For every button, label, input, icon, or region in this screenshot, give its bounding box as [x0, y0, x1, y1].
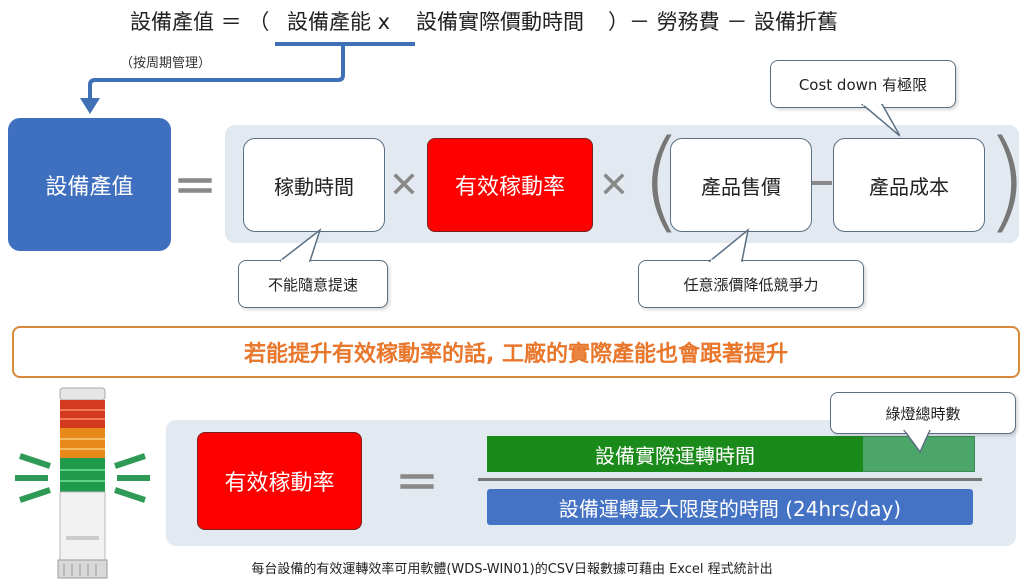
formula-note: （按周期管理）	[120, 56, 212, 71]
formula-part-time: 設備實際價動時間	[416, 10, 584, 34]
operating-time-box: 稼動時間	[243, 138, 385, 232]
effective-rate-box: 有效稼動率	[427, 138, 593, 232]
callout-pointer-icon	[707, 228, 750, 262]
formula-part-capacity: 設備產能 x	[287, 10, 391, 34]
callout-speed: 不能隨意提速	[238, 260, 388, 308]
connector-arrow-icon	[80, 44, 345, 114]
equals-sign-bottom: ＝	[395, 458, 439, 509]
callout-green-hours: 綠燈總時數	[830, 392, 1016, 434]
product-price-box: 產品售價	[670, 138, 812, 232]
multiply-sign-2: ✕	[598, 164, 630, 206]
minus-sign	[812, 181, 832, 185]
callout-price: 任意漲價降低競爭力	[638, 260, 864, 308]
footer-caption: 每台設備的有效運轉效率可用軟體(WDS-WIN01)的CSV日報數據可藉由 Ex…	[251, 562, 773, 577]
actual-running-time-bar: 設備實際運轉時間	[487, 436, 863, 472]
key-message-banner: 若能提升有效稼動率的話, 工廠的實際產能也會跟著提升	[12, 326, 1020, 378]
product-cost-box: 產品成本	[833, 138, 985, 232]
formula-part-costs: ）－ 勞務費 － 設備折舊	[608, 10, 839, 34]
paren-left: (	[640, 116, 683, 244]
formula-line: 設備產值 ＝ （ 設備產能 x 設備實際價動時間 ）－ 勞務費 － 設備折舊	[0, 6, 1024, 42]
callout-pointer-icon	[860, 104, 900, 137]
formula-part-output: 設備產值 ＝ （	[130, 10, 270, 34]
signal-tower-icon	[15, 387, 150, 579]
output-value-box: 設備產值	[8, 118, 171, 251]
fraction-line	[478, 478, 982, 481]
callout-pointer-icon	[903, 430, 931, 454]
equals-sign: ＝	[173, 162, 217, 213]
paren-right: )	[985, 116, 1024, 244]
multiply-sign-1: ✕	[388, 164, 420, 206]
effective-rate-box-bottom: 有效稼動率	[197, 432, 362, 530]
callout-cost-down: Cost down 有極限	[770, 60, 956, 108]
callout-pointer-icon	[280, 228, 322, 262]
max-running-time-bar: 設備運轉最大限度的時間 (24hrs/day)	[487, 489, 973, 525]
